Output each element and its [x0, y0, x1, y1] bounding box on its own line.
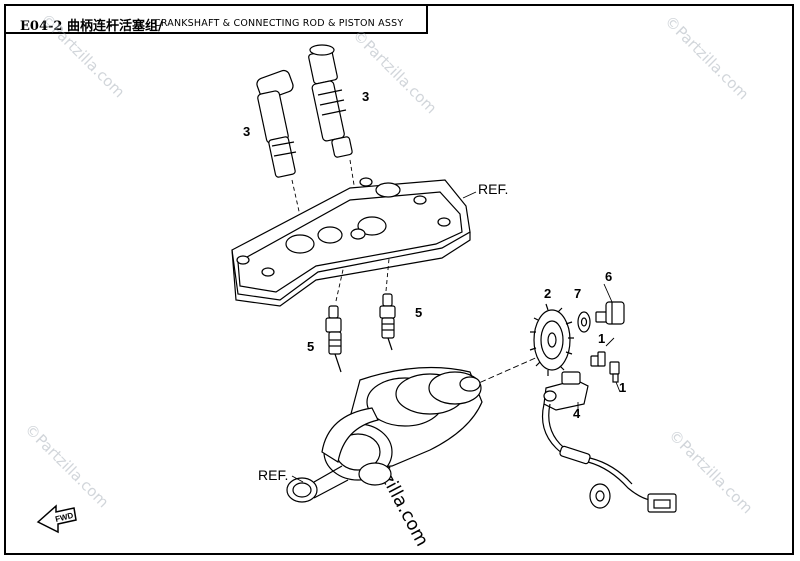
ignition-coil-upper: [308, 44, 353, 158]
fwd-label: FWD: [54, 511, 74, 524]
callout-ref-crank: REF.: [258, 467, 288, 483]
crank-position-sensor: [541, 371, 677, 513]
leader-ref-crank: [291, 475, 304, 483]
callout-5-left: 5: [307, 339, 314, 354]
callout-7: 7: [574, 286, 581, 301]
leader-ref-cover: [462, 191, 477, 199]
bolt-1-lower: [609, 361, 621, 393]
cylinder-head-cover: [231, 177, 471, 307]
watermark-bottom-left: ©Partzilla.com: [21, 420, 112, 511]
callout-ref-cover: REF.: [478, 181, 508, 197]
washer: [577, 311, 591, 333]
diagram-english-title: CRANKSHAFT & CONNECTING ROD & PISTON ASS…: [154, 18, 404, 29]
crankshaft: [286, 355, 541, 503]
title-block: E04-2 曲柄连杆活塞组/ CRANKSHAFT & CONNECTING R…: [4, 4, 428, 34]
spark-plug-upper: [379, 293, 396, 351]
fwd-arrow-icon: FWD: [36, 504, 77, 534]
spark-plug-lower: [325, 305, 342, 373]
callout-1-lower: 1: [619, 380, 626, 395]
callout-5-right: 5: [415, 305, 422, 320]
callout-2: 2: [544, 286, 551, 301]
callout-6: 6: [605, 269, 612, 284]
drawing-frame: [4, 4, 794, 555]
timing-sprocket: [529, 303, 574, 376]
watermark-bottom-right: ©Partzilla.com: [665, 426, 756, 517]
diagram-code-title: E04-2 曲柄连杆活塞组/: [20, 19, 163, 34]
callout-3-left: 3: [243, 124, 250, 139]
bolt-1-upper: [590, 337, 615, 367]
watermark-top-right: ©Partzilla.com: [661, 12, 752, 103]
watermark-top-left: ©Partzilla.com: [37, 10, 128, 101]
callout-4: 4: [573, 406, 581, 421]
bolt-6: [595, 283, 625, 325]
callout-1-upper: 1: [598, 331, 605, 346]
ignition-coil-left: [256, 69, 297, 178]
callout-3-upper: 3: [362, 89, 369, 104]
